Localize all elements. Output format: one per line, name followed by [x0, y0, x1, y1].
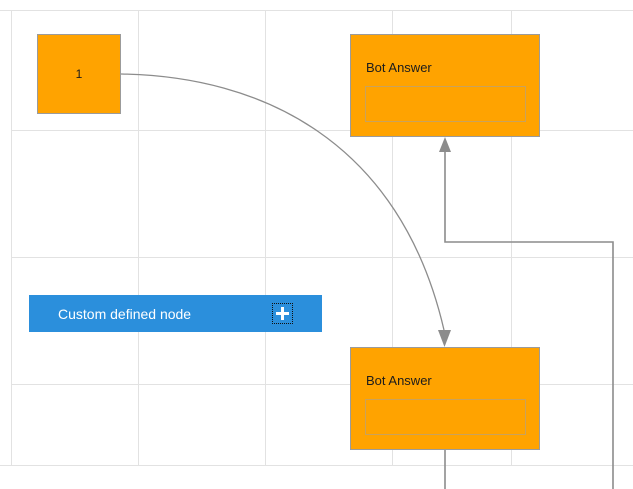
node-bot-answer-top-title: Bot Answer [366, 60, 432, 75]
edge-path-curved [120, 73, 445, 331]
edge-loop-back-to-bot-answer-top[interactable] [439, 137, 614, 489]
node-bot-answer-top-slot[interactable] [365, 86, 526, 122]
custom-defined-node-label: Custom defined node [58, 305, 192, 322]
node-bot-answer-top[interactable]: Bot Answer [350, 34, 540, 137]
arrowhead-up-icon [439, 137, 451, 152]
plus-icon [281, 307, 284, 320]
node-bot-answer-bottom-slot[interactable] [365, 399, 526, 435]
edge-start-to-bot-answer-bottom[interactable] [120, 73, 451, 347]
custom-defined-node-bar[interactable]: Custom defined node [29, 295, 322, 332]
node-start[interactable]: 1 [37, 34, 121, 114]
edge-path-orthogonal [444, 150, 614, 489]
node-bot-answer-bottom[interactable]: Bot Answer [350, 347, 540, 450]
arrowhead-down-icon [438, 330, 451, 347]
node-bot-answer-bottom-title: Bot Answer [366, 373, 432, 388]
add-custom-node-button[interactable] [272, 303, 293, 324]
node-start-label: 1 [75, 67, 83, 81]
